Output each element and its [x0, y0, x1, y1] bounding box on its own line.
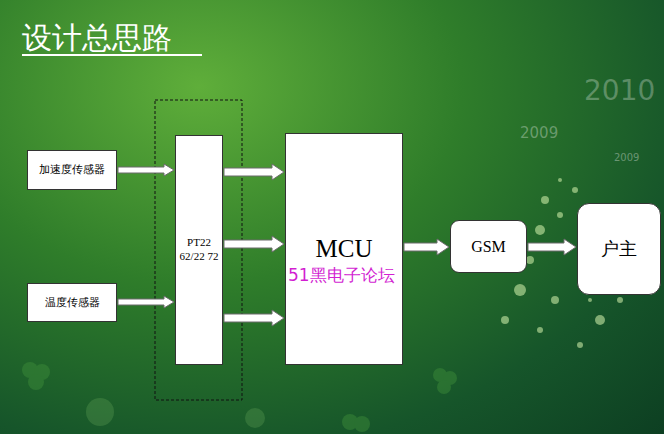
node-text: GSM — [471, 237, 506, 257]
watermark: 51黑电子论坛 — [288, 264, 395, 287]
slide-title: 设计总思路 — [22, 18, 172, 59]
block-arrow — [224, 310, 284, 326]
node-text: 加速度传感器 — [39, 163, 105, 177]
block-arrow — [224, 164, 284, 180]
year-decoration: 2009 — [520, 124, 558, 142]
owner-box: 户主 — [577, 203, 661, 295]
node-text: 户主 — [601, 238, 637, 261]
mcu-box: MCU — [285, 133, 403, 365]
node-text: 温度传感器 — [45, 296, 100, 310]
encoder-box: PT22 62/22 72 — [175, 135, 223, 365]
node-text: MCU — [316, 233, 373, 264]
node-text: PT22 62/22 72 — [178, 236, 220, 264]
sensor-box: 加速度传感器 — [27, 150, 117, 190]
block-arrow — [404, 239, 449, 255]
block-arrow — [528, 239, 576, 255]
clover — [22, 362, 457, 432]
block-arrow — [224, 236, 284, 252]
block-arrow — [118, 296, 174, 308]
year-decoration: 2010 — [584, 74, 655, 107]
gsm-box: GSM — [450, 220, 527, 273]
sensor-box: 温度传感器 — [27, 283, 117, 322]
encoder-group-outline — [155, 100, 242, 400]
block-arrow — [118, 164, 174, 176]
year-decoration: 2009 — [614, 152, 639, 163]
